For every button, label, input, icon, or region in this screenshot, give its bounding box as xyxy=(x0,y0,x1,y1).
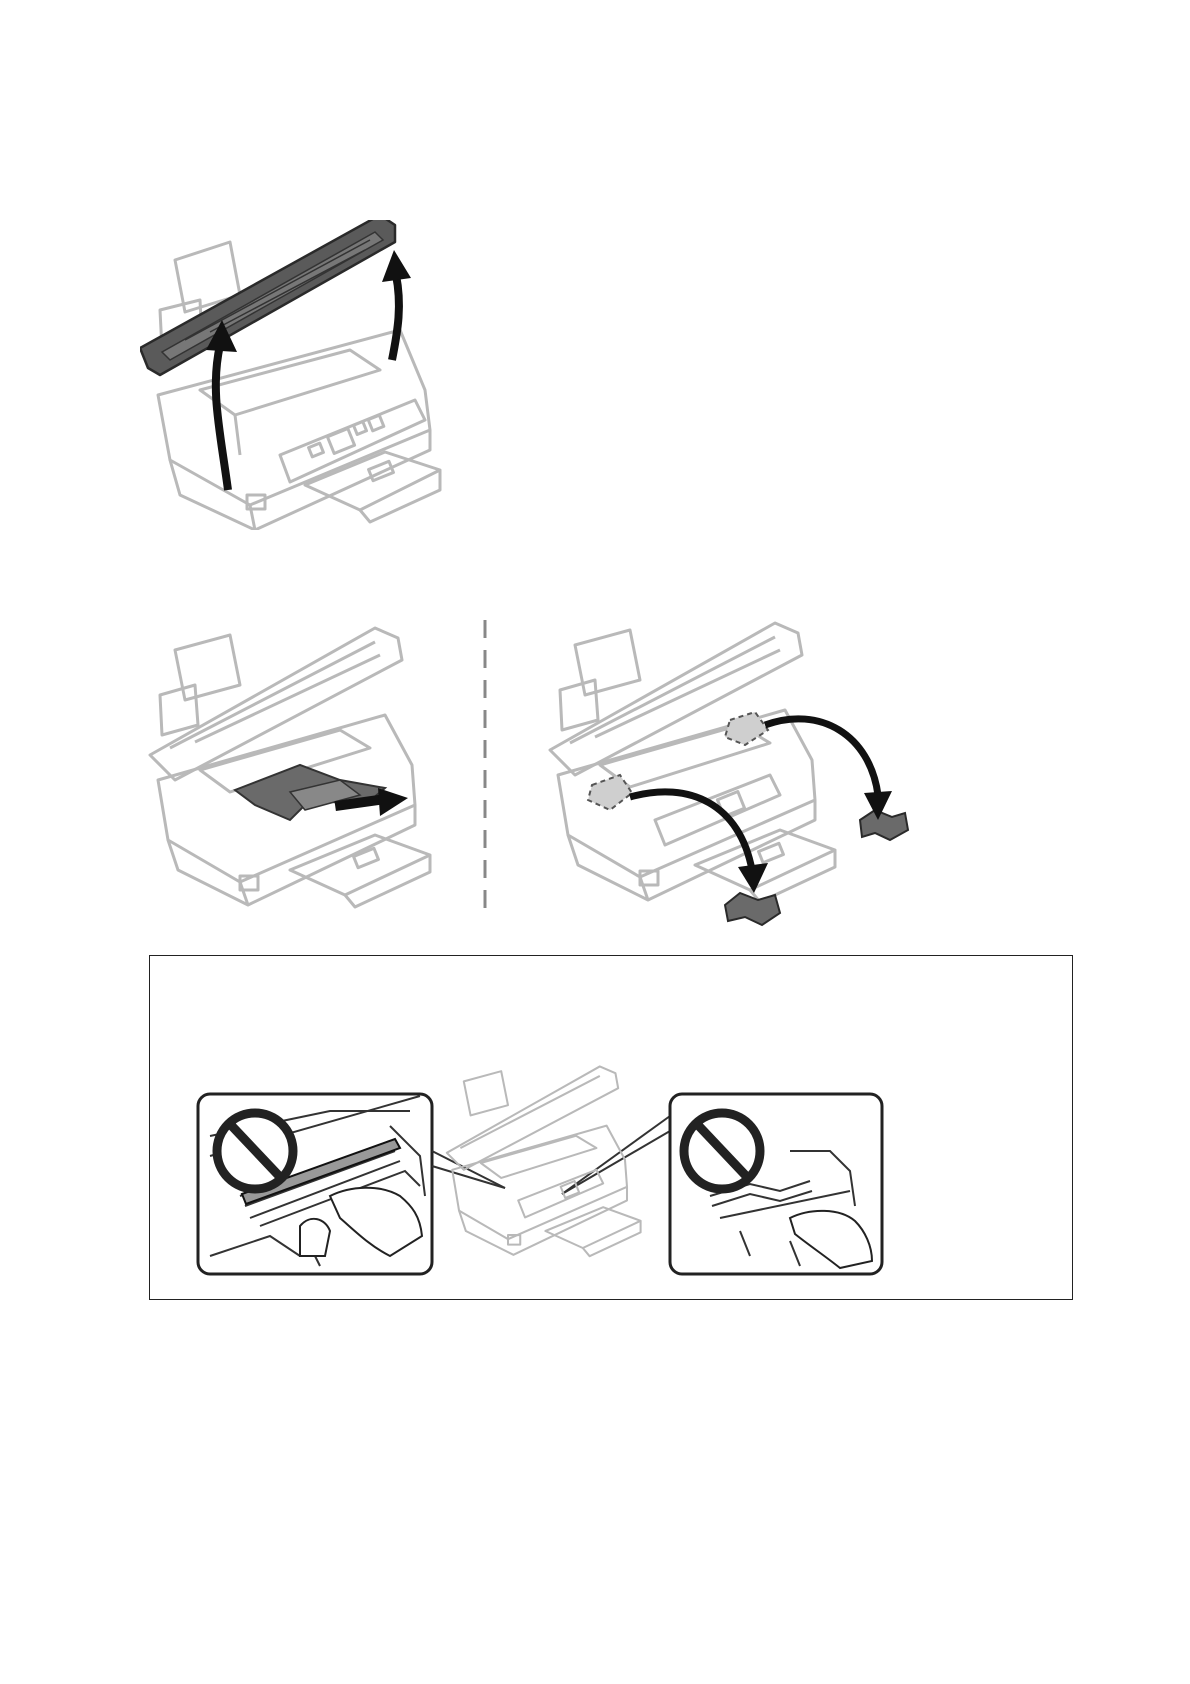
figure-remove-jammed-paper xyxy=(140,620,450,910)
figure-open-scanner-unit xyxy=(140,220,470,530)
inset-flat-cable xyxy=(198,1094,432,1274)
prohibited-icon xyxy=(684,1113,760,1189)
printer-icon xyxy=(447,1066,641,1256)
jammed-paper-icon xyxy=(235,765,385,820)
caution-box xyxy=(149,955,1073,1300)
printer-icon xyxy=(540,615,920,935)
inset-ink-tube xyxy=(670,1094,882,1274)
figure-remove-torn-pieces xyxy=(540,615,920,935)
printer-icon xyxy=(140,220,470,530)
scanner-lid-icon xyxy=(140,220,395,375)
prohibited-icon xyxy=(217,1113,293,1189)
printer-icon xyxy=(140,620,450,910)
divider xyxy=(482,620,488,910)
